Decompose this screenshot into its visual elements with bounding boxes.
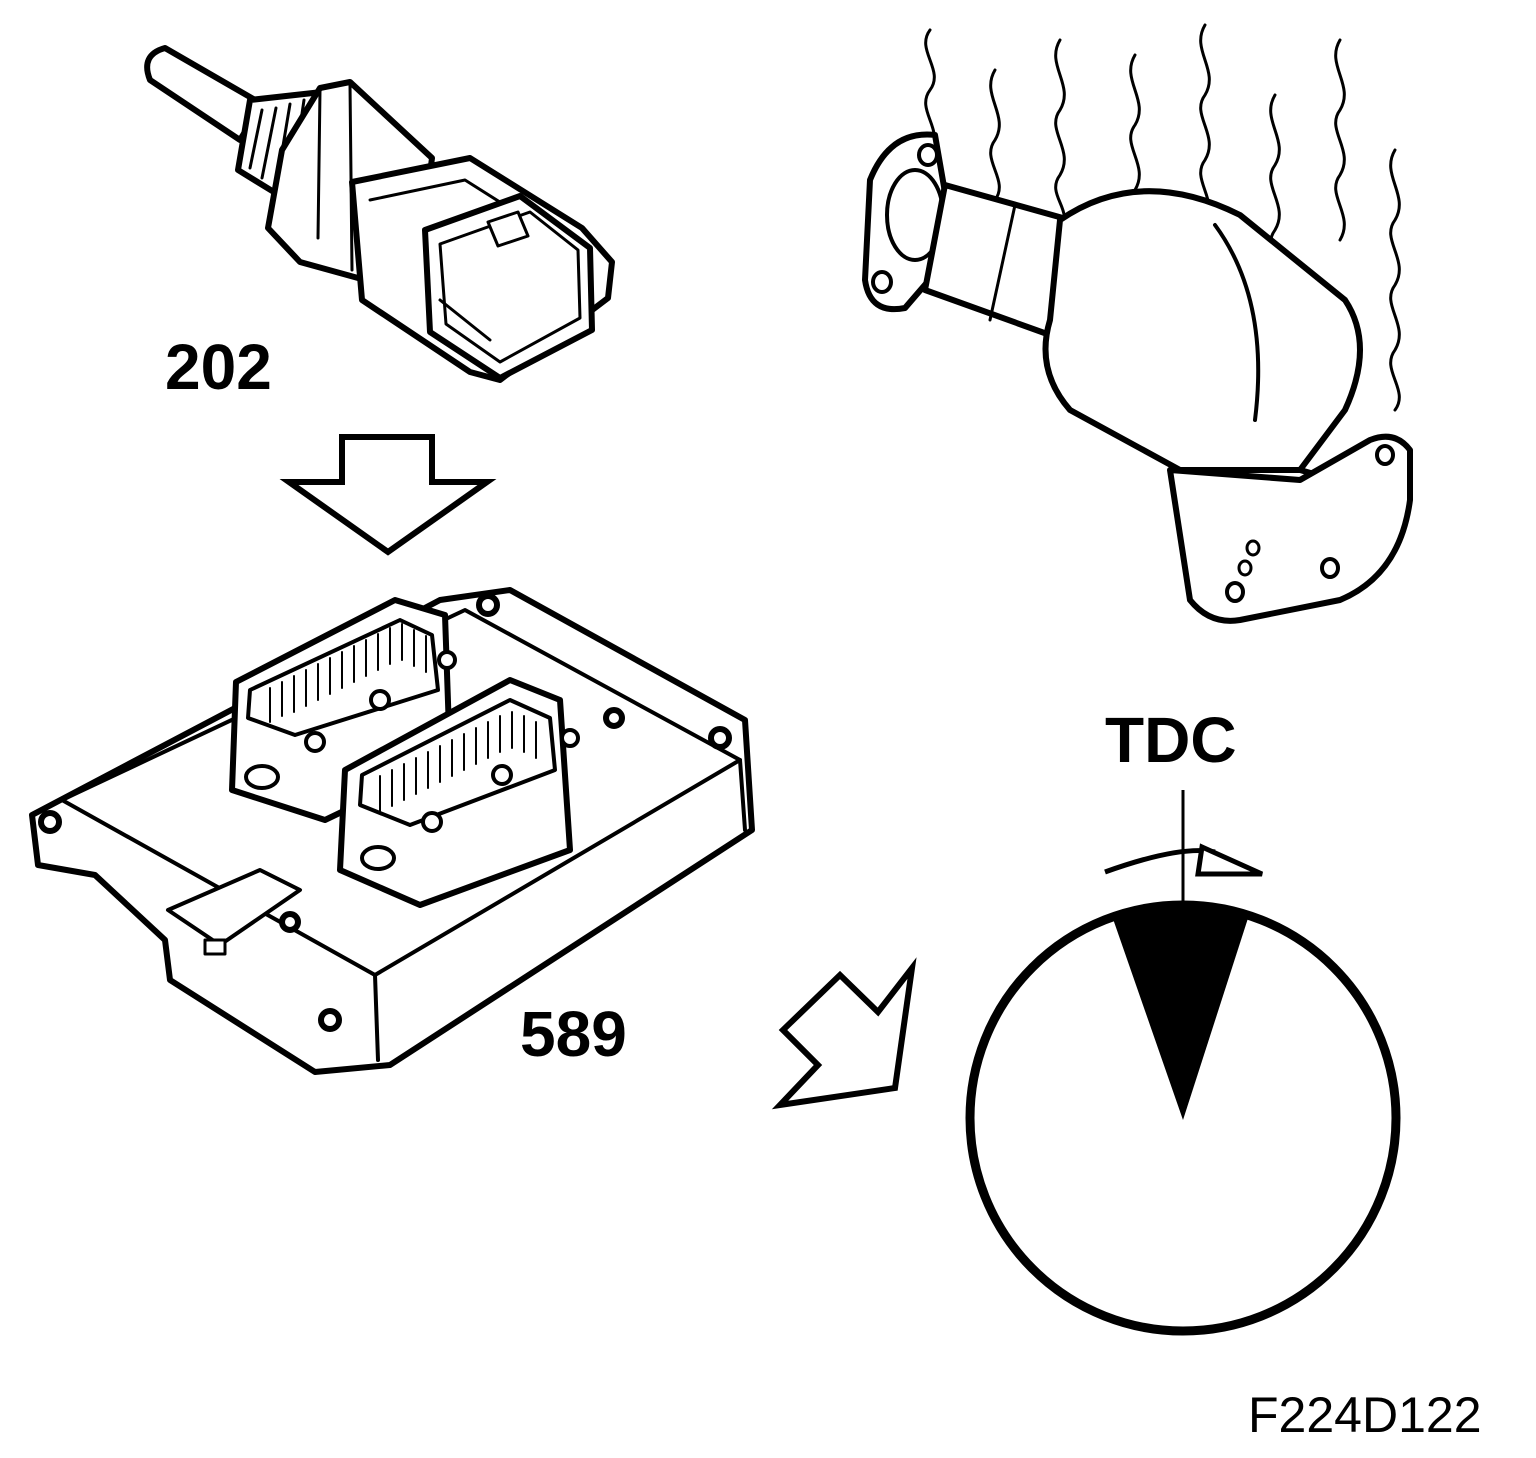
tdc-label: TDC [1105,704,1237,776]
diagonal-arrow-icon [771,957,917,1110]
control-module-number-label: 589 [520,998,627,1070]
down-arrow-icon [279,434,497,556]
tdc-sector [1112,905,1250,1120]
figure-id-label: F224D122 [1248,1387,1482,1443]
tdc-dial [965,790,1401,1336]
sensor-number-label: 202 [165,331,272,403]
control-module [29,587,755,1075]
temperature-sensor [144,45,615,383]
catalytic-converter [862,131,1413,624]
